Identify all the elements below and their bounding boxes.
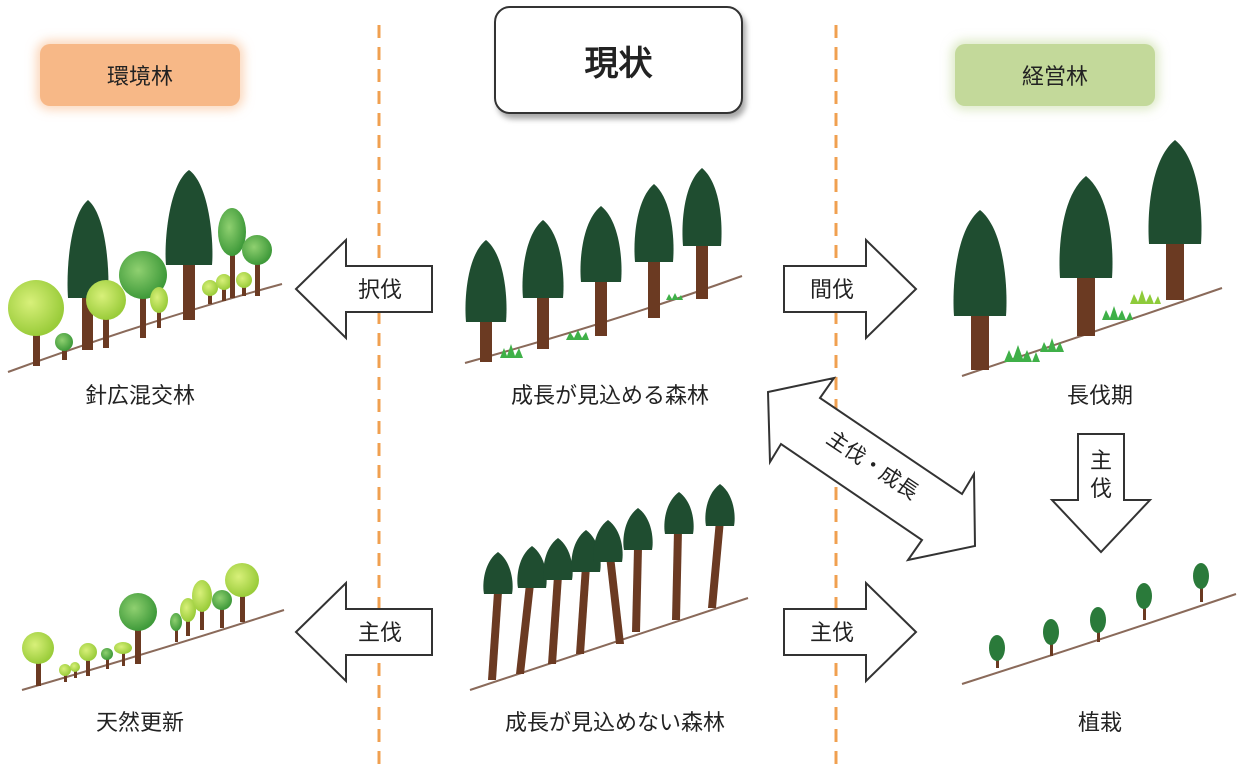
main-cut-left-arrow: 主伐	[294, 580, 433, 684]
selective-cutting-arrow: 択伐	[294, 237, 433, 341]
growing-forest-illustration	[464, 168, 743, 364]
managed-forest-header: 経営林	[955, 44, 1155, 106]
main-cut-left-label: 主伐	[358, 621, 402, 646]
non-growing-forest-label: 成長が見込めない森林	[504, 711, 725, 736]
main-cut-down-arrow: 主 伐	[1049, 433, 1153, 554]
natural-regeneration-illustration	[21, 563, 285, 691]
thinning-arrow: 間伐	[783, 237, 918, 341]
environmental-forest-label: 環境林	[106, 65, 173, 90]
non-growing-forest-illustration	[469, 484, 749, 691]
current-state-label: 現状	[584, 43, 653, 84]
planting-label: 植栽	[1077, 711, 1122, 736]
managed-forest-label: 経営林	[1021, 65, 1088, 90]
main-cut-down-label-char1: 主	[1090, 449, 1112, 474]
long-rotation-illustration	[953, 140, 1223, 377]
long-rotation-label: 長伐期	[1066, 384, 1133, 409]
selective-cutting-label: 択伐	[358, 278, 402, 303]
mixed-forest-label: 針広混交林	[84, 384, 195, 409]
planting-illustration	[961, 563, 1237, 685]
thinning-label: 間伐	[810, 278, 854, 303]
natural-regeneration-label: 天然更新	[95, 711, 184, 736]
environmental-forest-header: 環境林	[40, 44, 240, 106]
main-cut-down-label-char2: 伐	[1090, 477, 1112, 502]
growing-forest-label: 成長が見込める森林	[510, 384, 709, 409]
main-cut-right-arrow: 主伐	[783, 580, 918, 684]
main-cut-right-label: 主伐	[810, 621, 854, 646]
mixed-forest-illustration	[7, 170, 283, 373]
current-state-header: 現状	[494, 6, 743, 114]
main-cut-growth-arrow: 主伐・成長	[766, 376, 977, 562]
